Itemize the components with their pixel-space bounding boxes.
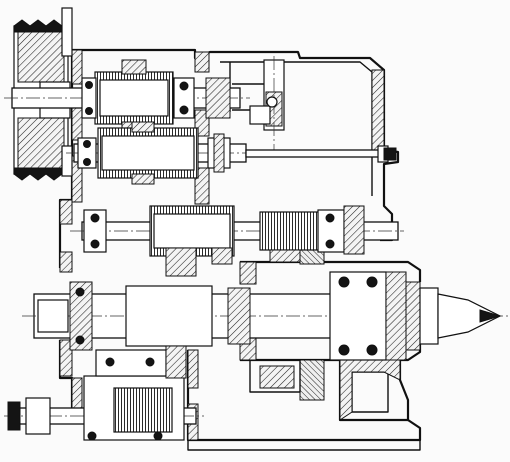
intermediate-shaft <box>66 121 254 185</box>
base-frame <box>187 360 421 451</box>
live-center-icon <box>437 293 502 339</box>
countershaft <box>70 205 404 277</box>
spindle <box>22 271 508 361</box>
tie-rod <box>245 145 397 163</box>
shift-lever <box>232 56 285 150</box>
input-shaft <box>4 59 250 137</box>
feed-shaft <box>4 345 204 441</box>
housing-wall-sections <box>59 49 401 441</box>
